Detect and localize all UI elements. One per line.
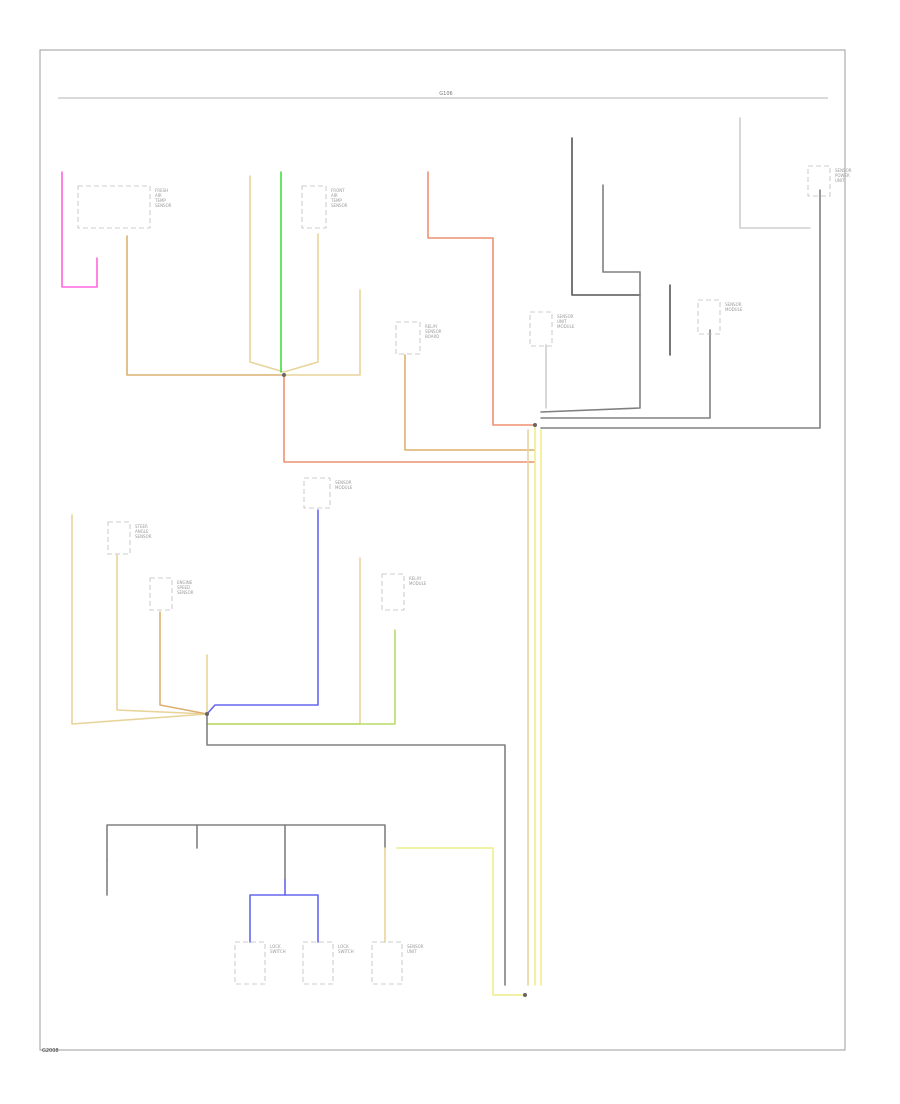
wire-blue-c (284, 894, 319, 943)
comp-7-label: SENSOR (335, 480, 352, 485)
wire-gray-ground (206, 713, 506, 986)
comp-1-label: TEMP (154, 198, 166, 203)
comp-2-label: SENSOR (331, 203, 348, 208)
wire-gray-6 (540, 189, 821, 429)
comp-4-label: SENSOR (557, 314, 574, 319)
wire-tan-d (283, 289, 361, 376)
comp-3-label: BOARD (425, 334, 439, 339)
wire-blue (206, 509, 319, 715)
comp-10-label: MODULE (409, 581, 427, 586)
comp-12-outline (302, 941, 334, 985)
components-layer: FRESHAIRTEMPSENSORFRONTAIRTEMPSENSORRELA… (77, 165, 852, 985)
comp-3-label: RELAY (425, 324, 438, 329)
comp-10-label: RELAY (409, 576, 422, 581)
comp-5-label: POWER (835, 173, 850, 178)
wire-tan-a (126, 235, 285, 376)
wire-red-top (427, 171, 536, 426)
ground-junction-a (282, 373, 286, 377)
comp-6-label: MODULE (725, 307, 743, 312)
wire-orange-i (159, 611, 208, 715)
comp-6-label: SENSOR (725, 302, 742, 307)
wire-pink-a (61, 171, 98, 288)
comp-6-outline (697, 299, 721, 335)
comp-13-outline (371, 941, 403, 985)
comp-9-label: SENSOR (177, 590, 194, 595)
comp-5-outline (807, 165, 831, 197)
comp-11-label: SWITCH (270, 949, 286, 954)
wire-gray-1 (571, 137, 641, 296)
comp-2-label: TEMP (330, 198, 342, 203)
comp-1-outline (77, 185, 151, 229)
comp-12-label: SWITCH (338, 949, 354, 954)
comp-7-label: MODULE (335, 485, 353, 490)
comp-13-label: SENSOR (407, 944, 424, 949)
wire-tan-c (283, 233, 319, 373)
comp-5-label: UNIT (835, 178, 845, 183)
comp-12-label: LOCK (338, 944, 349, 949)
comp-11-outline (234, 941, 266, 985)
wire-tan-e (404, 354, 536, 451)
wire-tan-g (71, 514, 208, 725)
comp-3-label: SENSOR (425, 329, 442, 334)
comp-9-label: ENGINE (177, 580, 193, 585)
comp-2-label: FRONT (331, 188, 345, 193)
comp-9-outline (149, 577, 173, 611)
wire-yellow-green (206, 629, 396, 725)
grounds-layer (205, 373, 537, 997)
wire-gray-2 (602, 184, 641, 273)
comp-5-label: SENSOR (835, 168, 852, 173)
comp-9-label: SPEED (177, 585, 190, 590)
wire-tan-k (206, 557, 361, 725)
comp-10-outline (381, 573, 405, 611)
comp-1-label: SENSOR (155, 203, 172, 208)
comp-4-label: MODULE (557, 324, 575, 329)
ground-junction-d (523, 993, 527, 997)
ground-junction-b (533, 423, 537, 427)
comp-2-outline (301, 185, 327, 229)
wire-tan-h (116, 554, 208, 715)
wire-gray-bus (106, 824, 386, 861)
comp-8-label: STEER (135, 524, 148, 529)
wire-red-main (283, 374, 536, 463)
wire-tan-b (249, 175, 285, 373)
diagram-title: G106 (439, 91, 452, 97)
wire-gray-5 (540, 329, 711, 419)
comp-3-outline (395, 321, 421, 355)
diagram-frame (39, 49, 846, 1051)
comp-4-label: UNIT (557, 319, 567, 324)
comp-2-label: AIR (331, 193, 338, 198)
comp-8-label: SENSOR (135, 534, 152, 539)
comp-11-label: LOCK (270, 944, 281, 949)
comp-1-label: AIR (155, 193, 162, 198)
diagram-footer: G2008 (42, 1048, 59, 1054)
wire-blue-b (249, 879, 286, 943)
wire-gray-7 (739, 117, 811, 229)
comp-7-outline (303, 477, 331, 509)
wires-layer (61, 117, 821, 996)
wire-tan-m (396, 847, 526, 996)
comp-1-label: FRESH (155, 188, 168, 193)
comp-13-label: UNIT (407, 949, 417, 954)
comp-8-label: ANGLE (135, 529, 149, 534)
ground-junction-c (205, 712, 209, 716)
comp-8-outline (107, 521, 131, 555)
comp-4-outline (529, 311, 553, 347)
wire-gray-4 (540, 271, 641, 413)
